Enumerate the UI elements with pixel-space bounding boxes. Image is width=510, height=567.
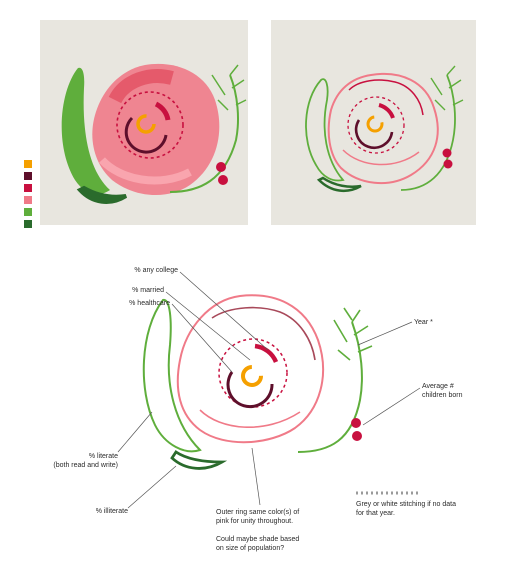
- lower-petal-line: [342, 149, 420, 166]
- swatch-darkgreen: [24, 220, 32, 228]
- leader-illiterate: [127, 465, 177, 509]
- any-college-arc: [254, 343, 279, 363]
- leader-outer-ring: [251, 447, 261, 506]
- line-sketch-panel: [271, 20, 476, 225]
- lower-petal-line: [199, 409, 301, 429]
- children-berry-2: [352, 431, 362, 441]
- label-illiterate: % illiterate: [95, 508, 128, 515]
- leader-married: [165, 291, 251, 361]
- leader-any-college: [179, 271, 269, 351]
- swatch-pink: [24, 196, 32, 204]
- any-college-arc: [154, 101, 171, 121]
- center-spiral: [136, 114, 156, 134]
- branch-twigs: [211, 64, 247, 111]
- center-spiral: [241, 365, 263, 387]
- healthcare-dashed-ring: [218, 338, 288, 408]
- swatch-maroon: [24, 172, 32, 180]
- married-arc: [226, 371, 274, 409]
- inner-petal-fold: [108, 69, 174, 104]
- label-children: Average # children born: [422, 383, 463, 399]
- outer-ring-outline: [176, 294, 325, 444]
- label-year: Year *: [414, 319, 433, 326]
- line-flower-drawing: [271, 20, 476, 225]
- branch-twigs: [430, 65, 464, 111]
- children-berry-2: [443, 159, 453, 169]
- swatch-green: [24, 208, 32, 216]
- children-berry-1: [216, 162, 226, 172]
- inner-petal-line: [211, 306, 316, 361]
- leader-year: [357, 321, 413, 346]
- leader-children: [362, 387, 421, 426]
- filled-sketch-panel: [40, 20, 248, 225]
- children-berry-1: [442, 148, 452, 158]
- branch-twigs: [333, 307, 373, 361]
- label-married: % married: [132, 287, 164, 294]
- married-arc: [124, 116, 168, 154]
- illiterate-leaf-outline: [316, 176, 362, 193]
- inner-petal-line: [348, 79, 424, 116]
- year-branch: [297, 321, 363, 453]
- healthcare-dashed-ring: [116, 91, 184, 159]
- label-stitching-note: Grey or white stitching if no data for t…: [356, 501, 456, 517]
- swatch-crimson: [24, 184, 32, 192]
- illiterate-leaf-outline: [170, 450, 228, 470]
- married-arc: [354, 119, 394, 149]
- center-spiral: [366, 115, 384, 133]
- filled-flower-drawing: [40, 20, 248, 225]
- linen-background: [271, 20, 476, 225]
- label-healthcare: % healthcare: [129, 300, 170, 307]
- any-college-arc: [378, 103, 395, 119]
- children-berry-2: [218, 175, 228, 185]
- label-outer-ring-note: Outer ring same color(s) of pink for uni…: [216, 509, 300, 552]
- year-branch: [400, 74, 456, 191]
- literate-leaf: [61, 67, 110, 195]
- leader-literate: [117, 411, 153, 453]
- label-any-college: % any college: [134, 267, 178, 274]
- swatch-orange: [24, 160, 32, 168]
- healthcare-dashed-ring: [347, 96, 405, 154]
- outer-ring-outline: [327, 73, 439, 185]
- lower-petal-fold: [99, 157, 192, 185]
- illiterate-leaf: [76, 185, 128, 204]
- year-branch: [169, 74, 239, 193]
- leader-healthcare: [171, 303, 233, 373]
- literate-leaf-outline: [142, 299, 202, 453]
- literate-leaf-outline: [305, 78, 345, 182]
- children-berry-1: [351, 418, 361, 428]
- label-literate: % literate (both read and write): [53, 453, 118, 469]
